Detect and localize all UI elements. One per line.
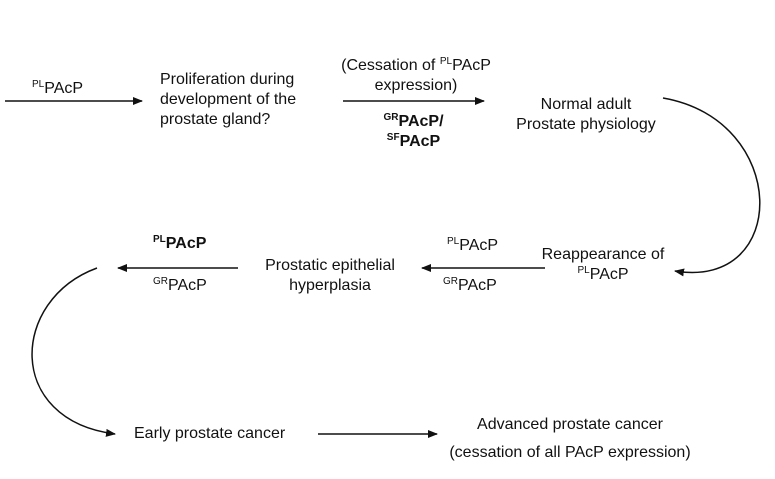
hyperplasia-node: Prostatic epithelial hyperplasia [246,256,414,296]
proliferation-node: Proliferation during development of the … [160,70,320,130]
node-line: Advanced prostate cancer [477,416,663,433]
node-line: Prostate physiology [516,116,656,133]
gr-sf-pacp-label: GRPAcP/ SFPAcP [343,112,484,152]
superscript: PL [32,79,45,90]
mid-top-pacp-label: PLPAcP [447,236,498,256]
normal-adult-node: Normal adult Prostate physiology [498,95,674,135]
superscript: PL [447,236,460,247]
node-line: Proliferation during [160,71,295,88]
superscript: PL [577,265,590,276]
label-text: PAcP [458,277,497,294]
node-line: (cessation of all PAcP expression) [449,444,691,461]
node-line: Reappearance of [541,246,665,263]
superscript: PL [439,56,453,67]
label-text: PAcP [589,266,629,283]
node-line: prostate gland? [160,111,271,128]
left-top-pacp-label: PLPAcP [153,234,206,254]
label-text: PAcP [452,57,491,74]
node-line: SFPAcP [343,132,484,152]
label-text: PAcP [399,133,441,150]
cessation-label: (Cessation of PLPAcP expression) [318,56,514,96]
label-text: PAcP [165,235,207,252]
superscript: GR [383,112,399,123]
node-line: GRPAcP/ [343,112,484,132]
node-line: hyperplasia [289,277,371,294]
superscript: GR [153,276,168,287]
node-line: expression) [374,77,458,94]
label-text: PAcP/ [398,113,444,130]
advanced-cancer-node: Advanced prostate cancer (cessation of a… [425,411,715,467]
early-cancer-node: Early prostate cancer [134,425,286,442]
superscript: SF [386,132,400,143]
reappearance-node: Reappearance of PLPAcP [523,245,683,285]
node-line: PLPAcP [523,265,683,285]
label-text: PAcP [168,277,207,294]
curve-left-to-early-cancer [31,267,116,437]
left-bottom-pacp-label: GRPAcP [153,276,207,296]
node-line: Prostatic epithelial [265,257,395,274]
superscript: GR [443,276,458,287]
label-text: (Cessation of [341,57,440,74]
label-text: PAcP [459,237,499,254]
label-text: PAcP [44,80,84,97]
node-line: development of the [160,91,297,108]
node-line: Normal adult [540,96,632,113]
curve-normal-to-reappearance [662,97,761,277]
node-line: (Cessation of PLPAcP [318,56,514,76]
plpacp-start-label: PLPAcP [32,79,83,99]
mid-bottom-pacp-label: GRPAcP [443,276,497,296]
superscript: PL [153,234,166,245]
